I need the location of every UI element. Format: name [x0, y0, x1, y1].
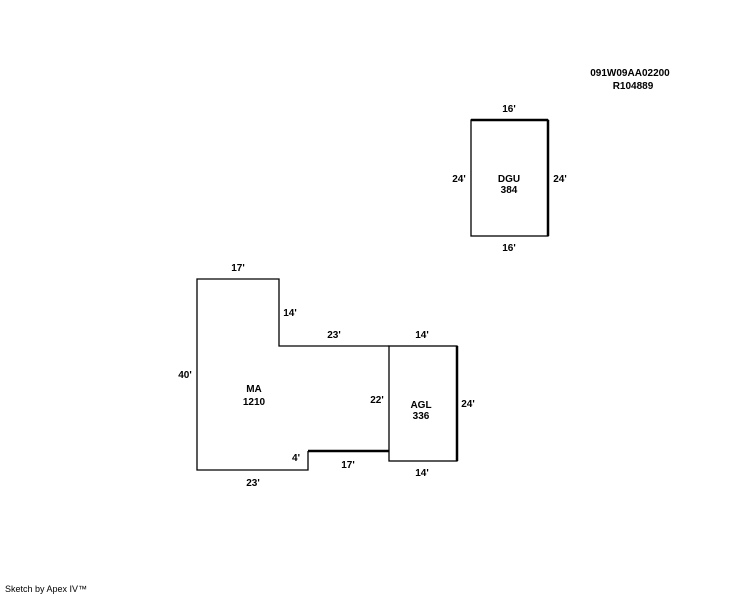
dgu-sqft: 384 — [501, 185, 518, 196]
ma-dim-bottom: 23' — [246, 478, 260, 489]
ma-dim-step-bottom: 17' — [341, 460, 355, 471]
dgu-dim-left: 24' — [452, 174, 466, 185]
ma-dim-left: 40' — [178, 370, 192, 381]
agl-dim-bottom: 14' — [415, 468, 429, 479]
ma-dim-notch-side: 14' — [283, 308, 297, 319]
ma-dim-step: 4' — [292, 453, 300, 464]
agl-code: AGL — [410, 400, 431, 411]
ma-dim-notch-top: 23' — [327, 330, 341, 341]
agl-dim-top: 14' — [415, 330, 429, 341]
ma-code: MA — [246, 384, 262, 395]
sketch-credit: Sketch by Apex IV™ — [5, 584, 87, 594]
ma-area: MA 1210 17' 14' 23' 40' 23' 4' 17' 22' — [178, 263, 389, 489]
agl-area: AGL 336 14' 14' 24' — [388, 330, 475, 479]
agl-sqft: 336 — [413, 411, 430, 422]
dgu-area: DGU 384 16' 16' 24' 24' — [452, 104, 567, 254]
parcel-id: 091W09AA02200 — [590, 68, 670, 79]
dgu-dim-bottom: 16' — [502, 243, 516, 254]
account-id: R104889 — [613, 81, 654, 92]
ma-dim-shared-wall: 22' — [370, 395, 384, 406]
ma-outline — [196, 278, 389, 471]
dgu-dim-right: 24' — [553, 174, 567, 185]
dgu-dim-top: 16' — [502, 104, 516, 115]
ma-dim-top: 17' — [231, 263, 245, 274]
agl-dim-right: 24' — [461, 399, 475, 410]
dgu-code: DGU — [498, 174, 520, 185]
ma-sqft: 1210 — [243, 397, 266, 408]
